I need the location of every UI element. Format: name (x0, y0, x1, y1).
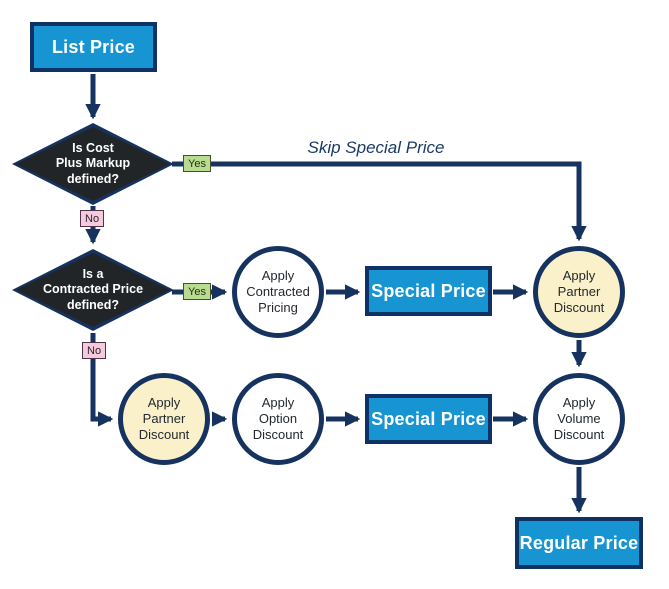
node-special-price-top: Special Price (365, 266, 492, 316)
connector-costplus-yes-skip (172, 161, 587, 242)
node-regular-price: Regular Price (515, 517, 643, 569)
tag-yes-contracted: Yes (183, 283, 211, 300)
node-special-price-bottom: Special Price (365, 394, 492, 444)
node-apply-partner-discount-bottom: Apply Partner Discount (118, 373, 210, 465)
tag-no-cost-plus: No (80, 210, 105, 227)
tag-yes-cost-plus: Yes (183, 155, 211, 172)
tag-no-contracted: No (82, 342, 107, 359)
decision-cost-plus-markup-label: Is Cost Plus Markup defined? (55, 141, 131, 186)
node-apply-volume-discount: Apply Volume Discount (533, 373, 625, 465)
skip-special-price-caption: Skip Special Price (307, 138, 445, 157)
node-apply-partner-discount-top: Apply Partner Discount (533, 246, 625, 338)
decision-contracted-price-label: Is a Contracted Price defined? (42, 267, 144, 312)
node-apply-contracted-pricing: Apply Contracted Pricing (232, 246, 324, 338)
node-list-price: List Price (30, 22, 157, 72)
node-apply-option-discount: Apply Option Discount (232, 373, 324, 465)
connector-contracted-no (90, 333, 114, 427)
